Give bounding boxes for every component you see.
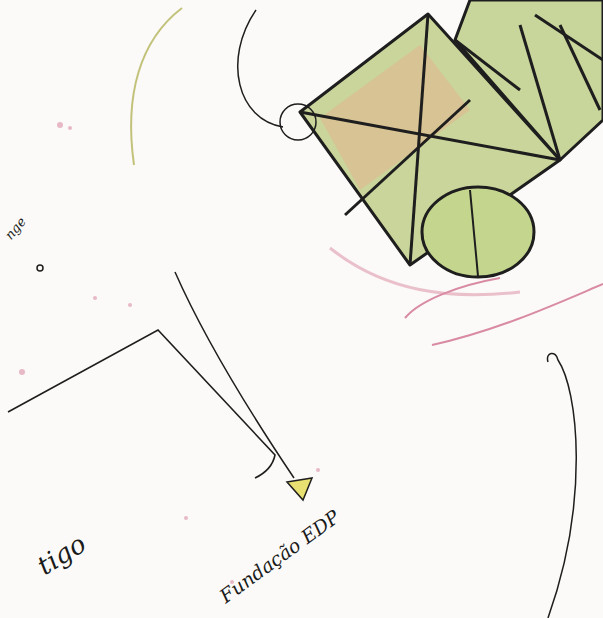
arrow-head (287, 478, 312, 500)
handwritten-note: Fundação EDP (216, 506, 344, 607)
handwritten-note: tigo (32, 529, 90, 580)
pavilion-line (470, 190, 478, 276)
paper-speck (19, 122, 320, 584)
node-circle (280, 104, 316, 140)
leader-line (175, 272, 294, 478)
handwritten-note: nge (3, 215, 30, 243)
note-mark (37, 265, 43, 271)
path-arc (238, 10, 283, 127)
site-line (405, 278, 500, 318)
building-outline (8, 330, 275, 478)
site-arc (131, 8, 182, 165)
path-arc (547, 353, 576, 618)
round-pavilion (422, 187, 534, 277)
